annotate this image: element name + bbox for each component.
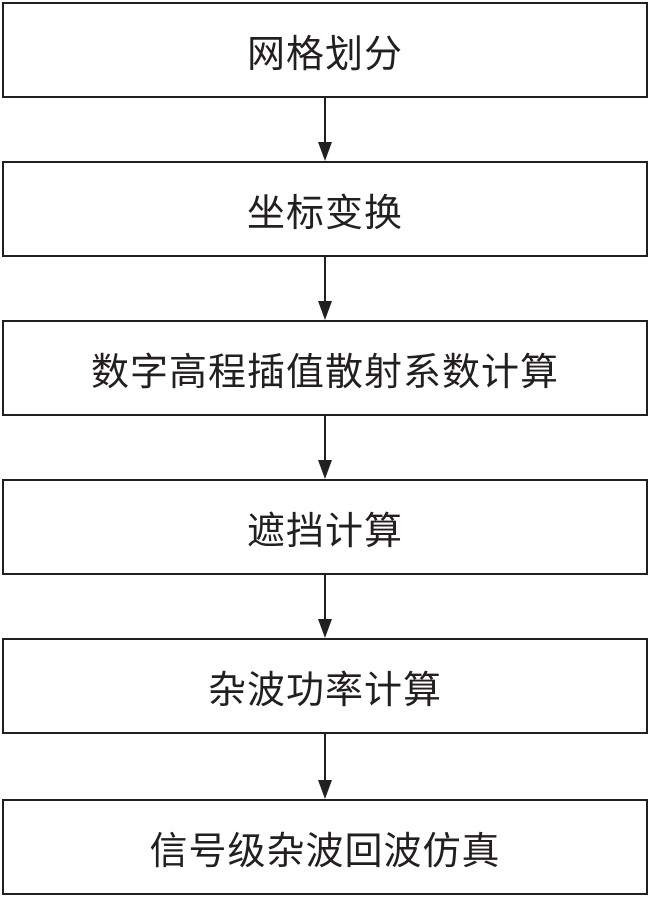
step-label: 杂波功率计算 <box>207 667 442 712</box>
step-label: 数字高程插值散射系数计算 <box>90 349 559 394</box>
step-label: 信号级杂波回波仿真 <box>149 828 501 873</box>
arrow-down-icon <box>316 416 334 479</box>
step-label: 遮挡计算 <box>246 508 403 553</box>
step-label: 网格划分 <box>246 31 403 76</box>
arrow-down-icon <box>316 98 334 161</box>
step-box-signal-level-simulation: 信号级杂波回波仿真 <box>2 799 648 895</box>
arrow-down-icon <box>316 257 334 320</box>
step-box-coordinate-transform: 坐标变换 <box>2 161 648 257</box>
step-box-occlusion: 遮挡计算 <box>2 479 648 575</box>
arrow-down-icon <box>316 575 334 638</box>
step-label: 坐标变换 <box>246 190 403 235</box>
step-box-dem-interpolation: 数字高程插值散射系数计算 <box>2 320 648 416</box>
step-box-grid-division: 网格划分 <box>2 2 648 98</box>
step-box-clutter-power: 杂波功率计算 <box>2 638 648 734</box>
arrow-down-icon <box>316 734 334 799</box>
